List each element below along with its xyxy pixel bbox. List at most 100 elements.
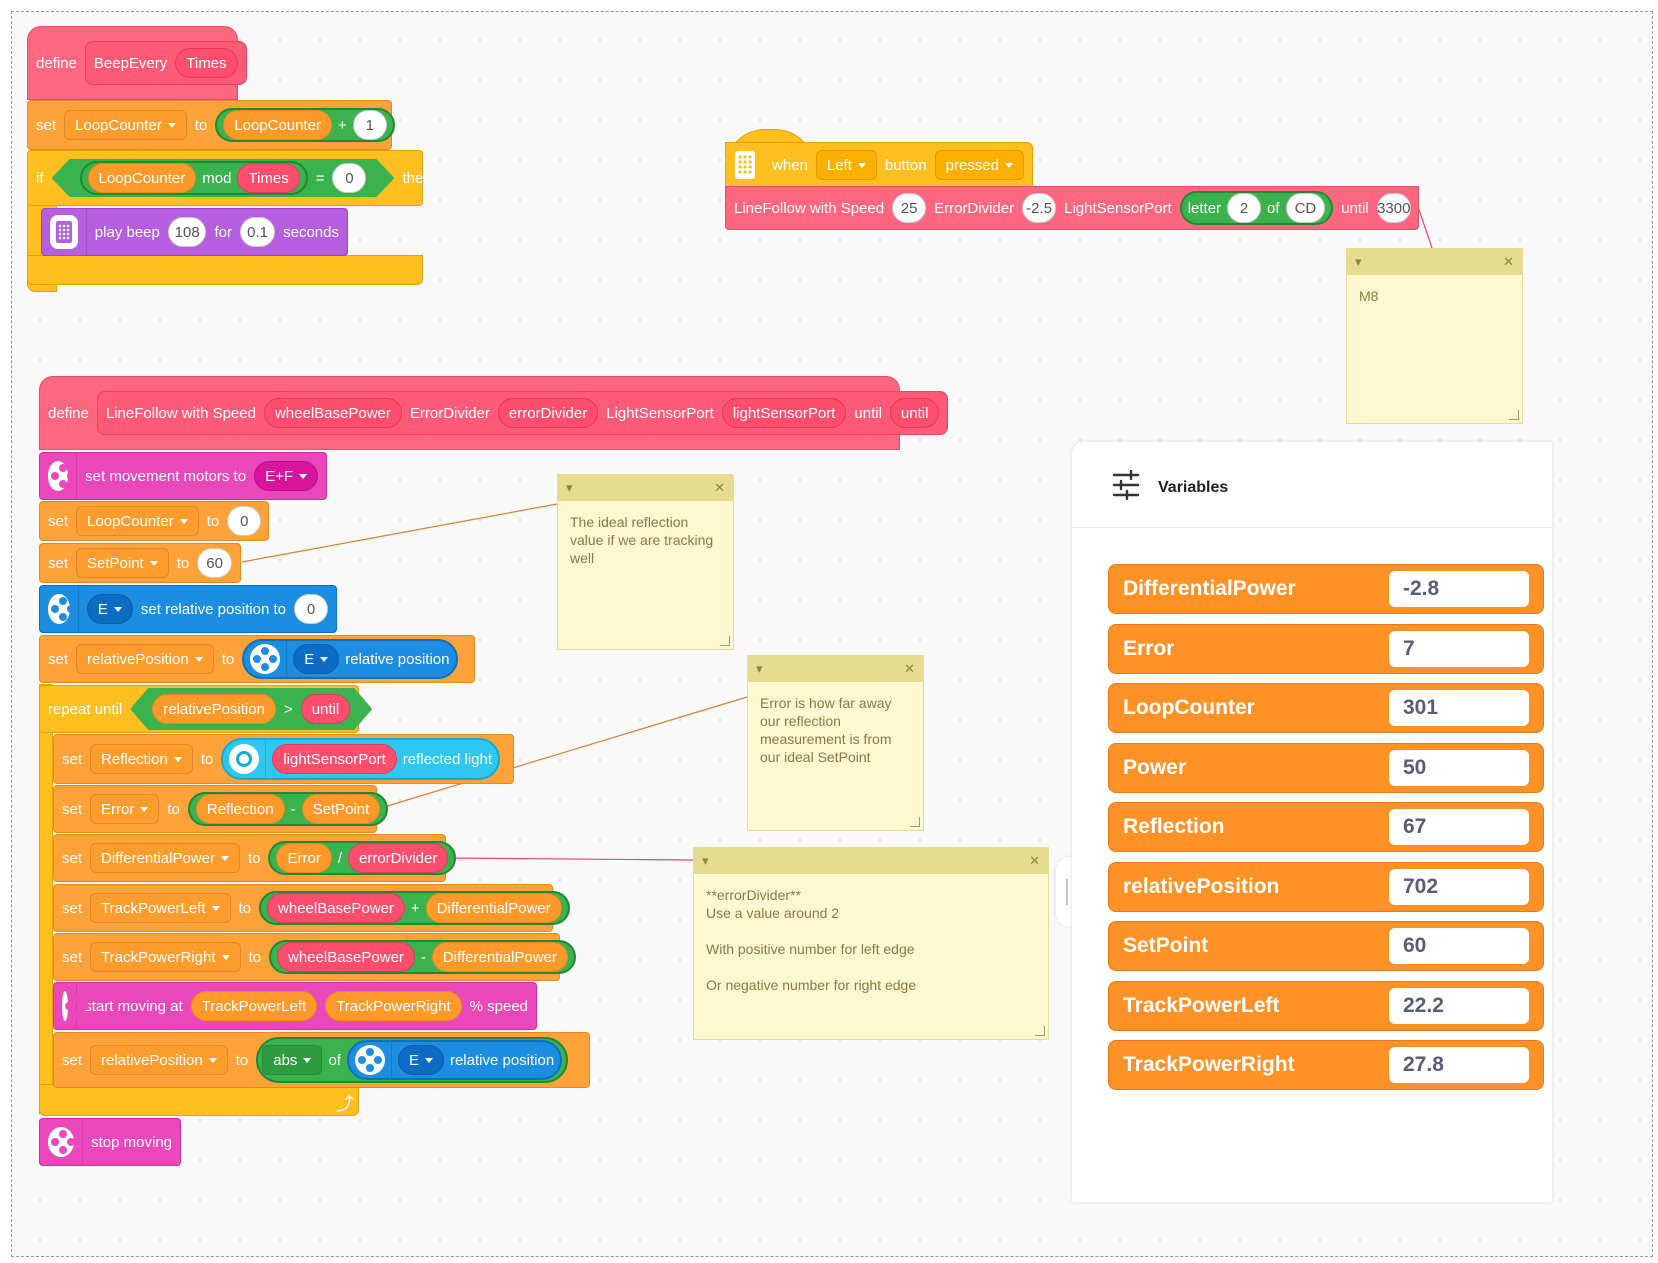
variable-dropdown[interactable]: LoopCounter xyxy=(76,506,199,536)
resize-handle[interactable] xyxy=(1509,410,1519,420)
variable-dropdown[interactable]: Error xyxy=(90,794,160,824)
plus-operator[interactable]: wheelBasePower + DifferentialPower xyxy=(259,891,570,925)
note-text[interactable]: M8 xyxy=(1359,288,1379,304)
set-error-block[interactable]: set Error to Reflection - SetPoint xyxy=(53,785,389,833)
comment-note-error[interactable]: ▾ ✕ Error is how far away our reflection … xyxy=(747,655,924,831)
if-block[interactable]: if LoopCounter mod Times = 0 then xyxy=(27,150,432,206)
set-relative-position-block[interactable]: E set relative position to 0 xyxy=(39,585,337,633)
close-icon[interactable]: ✕ xyxy=(1503,254,1514,269)
relative-position-reporter[interactable]: E relative position xyxy=(346,1040,563,1080)
comment-note-errordivider[interactable]: ▾ ✕ **errorDivider** Use a value around 2… xyxy=(693,847,1049,1040)
variable-reporter[interactable]: LoopCounter xyxy=(223,110,332,140)
note-text[interactable]: **errorDivider** Use a value around 2 Wi… xyxy=(706,887,917,993)
collapse-chevron-icon[interactable]: ▾ xyxy=(1355,254,1362,269)
resize-handle[interactable] xyxy=(1035,1026,1045,1036)
number-input[interactable]: 1 xyxy=(352,110,387,140)
position-input[interactable]: 0 xyxy=(294,594,328,624)
motor-port-dropdown[interactable]: E xyxy=(86,594,133,624)
set-setpoint-block[interactable]: set SetPoint to 60 xyxy=(39,543,241,583)
duration-input[interactable]: 0.1 xyxy=(239,217,276,247)
equals-condition[interactable]: LoopCounter mod Times = 0 xyxy=(52,159,395,197)
variable-dropdown[interactable]: LoopCounter xyxy=(64,110,187,140)
play-beep-block[interactable]: play beep 108 for 0.1 seconds xyxy=(41,208,348,256)
collapse-chevron-icon[interactable]: ▾ xyxy=(566,480,573,495)
motor-port-dropdown[interactable]: E xyxy=(397,1045,444,1075)
variable-dropdown[interactable]: relativePosition xyxy=(76,644,214,674)
set-trackpowerright-block[interactable]: set TrackPowerRight to wheelBasePower - … xyxy=(53,933,576,981)
set-reflection-block[interactable]: set Reflection to lightSensorPort reflec… xyxy=(53,734,514,784)
letters-input[interactable]: CD xyxy=(1285,193,1326,223)
close-icon[interactable]: ✕ xyxy=(1029,853,1040,868)
minus-operator[interactable]: wheelBasePower - DifferentialPower xyxy=(269,940,576,974)
linefollow-call-block[interactable]: LineFollow with Speed 25 ErrorDivider -2… xyxy=(725,186,1419,230)
letter-index-input[interactable]: 2 xyxy=(1227,193,1262,223)
variable-dropdown[interactable]: TrackPowerLeft xyxy=(90,893,231,923)
variable-reporter[interactable]: SetPoint xyxy=(301,794,381,824)
note-input[interactable]: 108 xyxy=(167,217,207,247)
variable-reporter[interactable]: TrackPowerRight xyxy=(325,991,462,1021)
motor-port-dropdown[interactable]: E xyxy=(293,644,340,674)
letter-of-operator[interactable]: letter 2 of CD xyxy=(1179,191,1334,225)
resize-handle[interactable] xyxy=(910,817,920,827)
param-reporter[interactable]: until xyxy=(301,694,351,724)
when-button-pressed-block[interactable]: when Left button pressed xyxy=(725,142,1033,188)
collapse-chevron-icon[interactable]: ▾ xyxy=(702,853,709,868)
define-block-beep-every[interactable]: define BeepEvery Times xyxy=(27,26,247,100)
param-times[interactable]: Times xyxy=(175,48,238,78)
value-input[interactable]: 0 xyxy=(227,506,262,536)
variable-dropdown[interactable]: TrackPowerRight xyxy=(90,942,241,972)
math-function-dropdown[interactable]: abs xyxy=(262,1045,323,1075)
speed-input[interactable]: 25 xyxy=(892,193,927,223)
value-input[interactable]: 60 xyxy=(197,548,232,578)
variable-dropdown[interactable]: DifferentialPower xyxy=(90,843,240,873)
note-text[interactable]: The ideal reflection value if we are tra… xyxy=(570,514,718,566)
minus-operator[interactable]: Reflection - SetPoint xyxy=(187,792,389,826)
variable-row[interactable]: DifferentialPower-2.8 xyxy=(1108,564,1544,614)
variable-reporter[interactable]: DifferentialPower xyxy=(425,893,562,923)
variable-reporter[interactable]: relativePosition xyxy=(152,694,276,724)
start-moving-block[interactable]: start moving at TrackPowerLeft TrackPowe… xyxy=(53,982,537,1030)
note-text[interactable]: Error is how far away our reflection mea… xyxy=(760,695,896,765)
define-block-linefollow[interactable]: define LineFollow with Speed wheelBasePo… xyxy=(39,376,949,450)
relative-position-reporter[interactable]: E relative position xyxy=(242,639,458,679)
param-reporter[interactable]: errorDivider xyxy=(348,843,449,873)
variable-dropdown[interactable]: Reflection xyxy=(90,744,193,774)
divide-operator[interactable]: Error / errorDivider xyxy=(268,841,457,875)
mod-operator[interactable]: LoopCounter mod Times xyxy=(80,161,308,195)
set-differentialpower-block[interactable]: set DifferentialPower to Error / errorDi… xyxy=(53,834,457,882)
param-lightsensorport[interactable]: lightSensorPort xyxy=(721,398,847,428)
motor-pair-dropdown[interactable]: E+F xyxy=(254,461,318,491)
close-icon[interactable]: ✕ xyxy=(904,661,915,676)
variable-reporter[interactable]: TrackPowerLeft xyxy=(190,991,318,1021)
param-reporter[interactable]: wheelBasePower xyxy=(267,893,405,923)
reflected-light-reporter[interactable]: lightSensorPort reflected light xyxy=(221,738,501,780)
set-relativeposition-block[interactable]: set relativePosition to E relative posit… xyxy=(39,635,475,683)
close-icon[interactable]: ✕ xyxy=(714,480,725,495)
param-wheelbasepower[interactable]: wheelBasePower xyxy=(263,398,402,428)
stop-moving-block[interactable]: stop moving xyxy=(39,1118,181,1166)
greater-than-condition[interactable]: relativePosition > until xyxy=(130,688,372,730)
button-state-dropdown[interactable]: pressed xyxy=(934,150,1024,180)
comment-note-m8[interactable]: ▾ ✕ M8 xyxy=(1346,248,1523,424)
repeat-until-block[interactable]: repeat until relativePosition > until xyxy=(39,685,359,733)
param-reporter[interactable]: wheelBasePower xyxy=(277,942,415,972)
variable-dropdown[interactable]: SetPoint xyxy=(76,548,169,578)
button-side-dropdown[interactable]: Left xyxy=(815,150,877,180)
param-errordivider[interactable]: errorDivider xyxy=(497,398,599,428)
comment-note-setpoint[interactable]: ▾ ✕ The ideal reflection value if we are … xyxy=(557,474,734,650)
until-input[interactable]: 3300 xyxy=(1376,193,1411,223)
param-reporter[interactable]: lightSensorPort xyxy=(272,744,397,774)
param-until[interactable]: until xyxy=(889,398,940,428)
set-relativeposition-abs-block[interactable]: set relativePosition to abs of E relativ… xyxy=(53,1032,590,1088)
plus-operator[interactable]: LoopCounter + 1 xyxy=(215,108,395,142)
variable-reporter[interactable]: Error xyxy=(276,843,332,873)
number-input[interactable]: 0 xyxy=(332,163,366,193)
collapse-chevron-icon[interactable]: ▾ xyxy=(756,661,763,676)
variable-dropdown[interactable]: relativePosition xyxy=(90,1045,228,1075)
